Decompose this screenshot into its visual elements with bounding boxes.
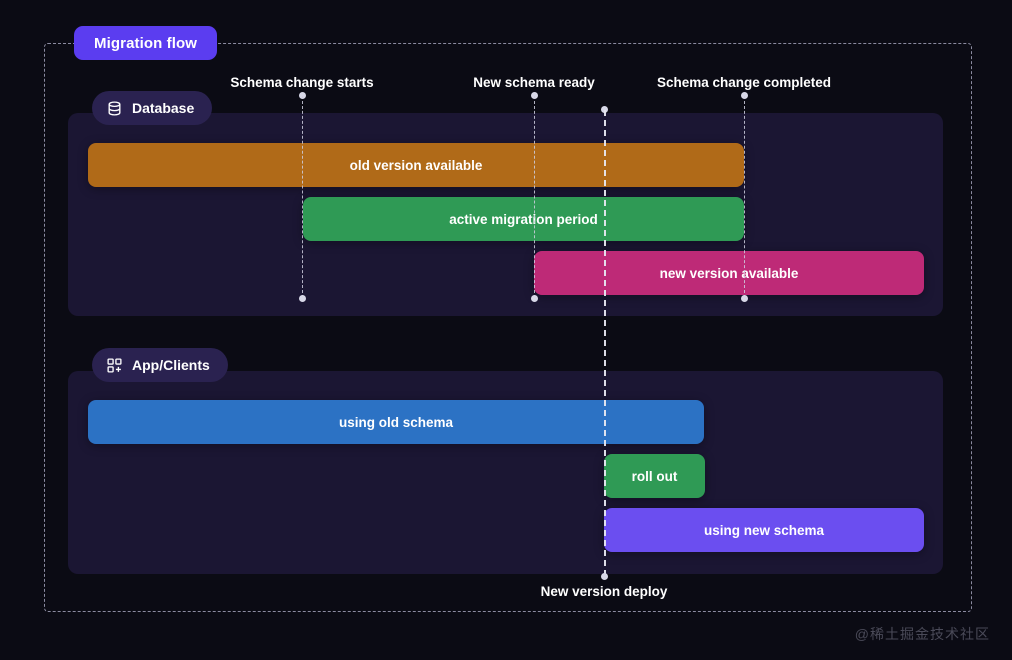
marker-schema-change-starts-line	[302, 96, 303, 298]
bar-using-new-schema: using new schema	[604, 508, 924, 552]
marker-new-schema-ready-label: New schema ready	[473, 75, 595, 90]
lane-pill-database: Database	[92, 91, 213, 125]
lane-pill-app: App/Clients	[92, 348, 228, 382]
marker-schema-change-completed-line	[744, 96, 745, 298]
marker-schema-change-starts-dot-top	[298, 92, 306, 99]
marker-new-version-deploy-line	[604, 110, 606, 576]
marker-new-schema-ready-line	[534, 96, 535, 298]
bar-old-version-available-label: old version available	[349, 157, 483, 173]
watermark: @稀土掘金技术社区	[854, 626, 990, 642]
bar-roll-out-label: roll out	[631, 468, 678, 484]
database-icon	[106, 100, 123, 117]
bar-using-new-schema-label: using new schema	[703, 522, 825, 538]
bar-new-version-available: new version available	[534, 251, 924, 295]
bar-active-migration-period-label: active migration period	[449, 211, 598, 227]
marker-schema-change-starts-label: Schema change starts	[230, 75, 374, 90]
app-grid-plus-icon	[106, 357, 123, 374]
marker-new-version-deploy-dot-top	[600, 106, 608, 113]
bar-roll-out: roll out	[604, 454, 705, 498]
marker-schema-change-completed-dot-top	[740, 92, 748, 99]
bar-using-old-schema: using old schema	[88, 400, 704, 444]
marker-new-version-deploy-label: New version deploy	[540, 584, 668, 599]
diagram-title-label: Migration flow	[94, 34, 198, 52]
bar-using-old-schema-label: using old schema	[338, 414, 454, 430]
bar-active-migration-period: active migration period	[303, 197, 744, 241]
diagram-frame	[44, 43, 972, 612]
marker-schema-change-starts-dot-bottom	[298, 295, 306, 302]
lane-pill-database-label: Database	[132, 100, 195, 116]
bar-new-version-available-label: new version available	[659, 265, 799, 281]
marker-schema-change-completed-label: Schema change completed	[656, 75, 832, 90]
lane-pill-app-label: App/Clients	[132, 357, 210, 373]
bar-old-version-available: old version available	[88, 143, 744, 187]
marker-new-version-deploy-dot-bottom	[600, 573, 608, 580]
marker-schema-change-completed-dot-bottom	[740, 295, 748, 302]
diagram-title-badge: Migration flow	[74, 26, 218, 60]
marker-new-schema-ready-dot-bottom	[530, 295, 538, 302]
marker-new-schema-ready-dot-top	[530, 92, 538, 99]
